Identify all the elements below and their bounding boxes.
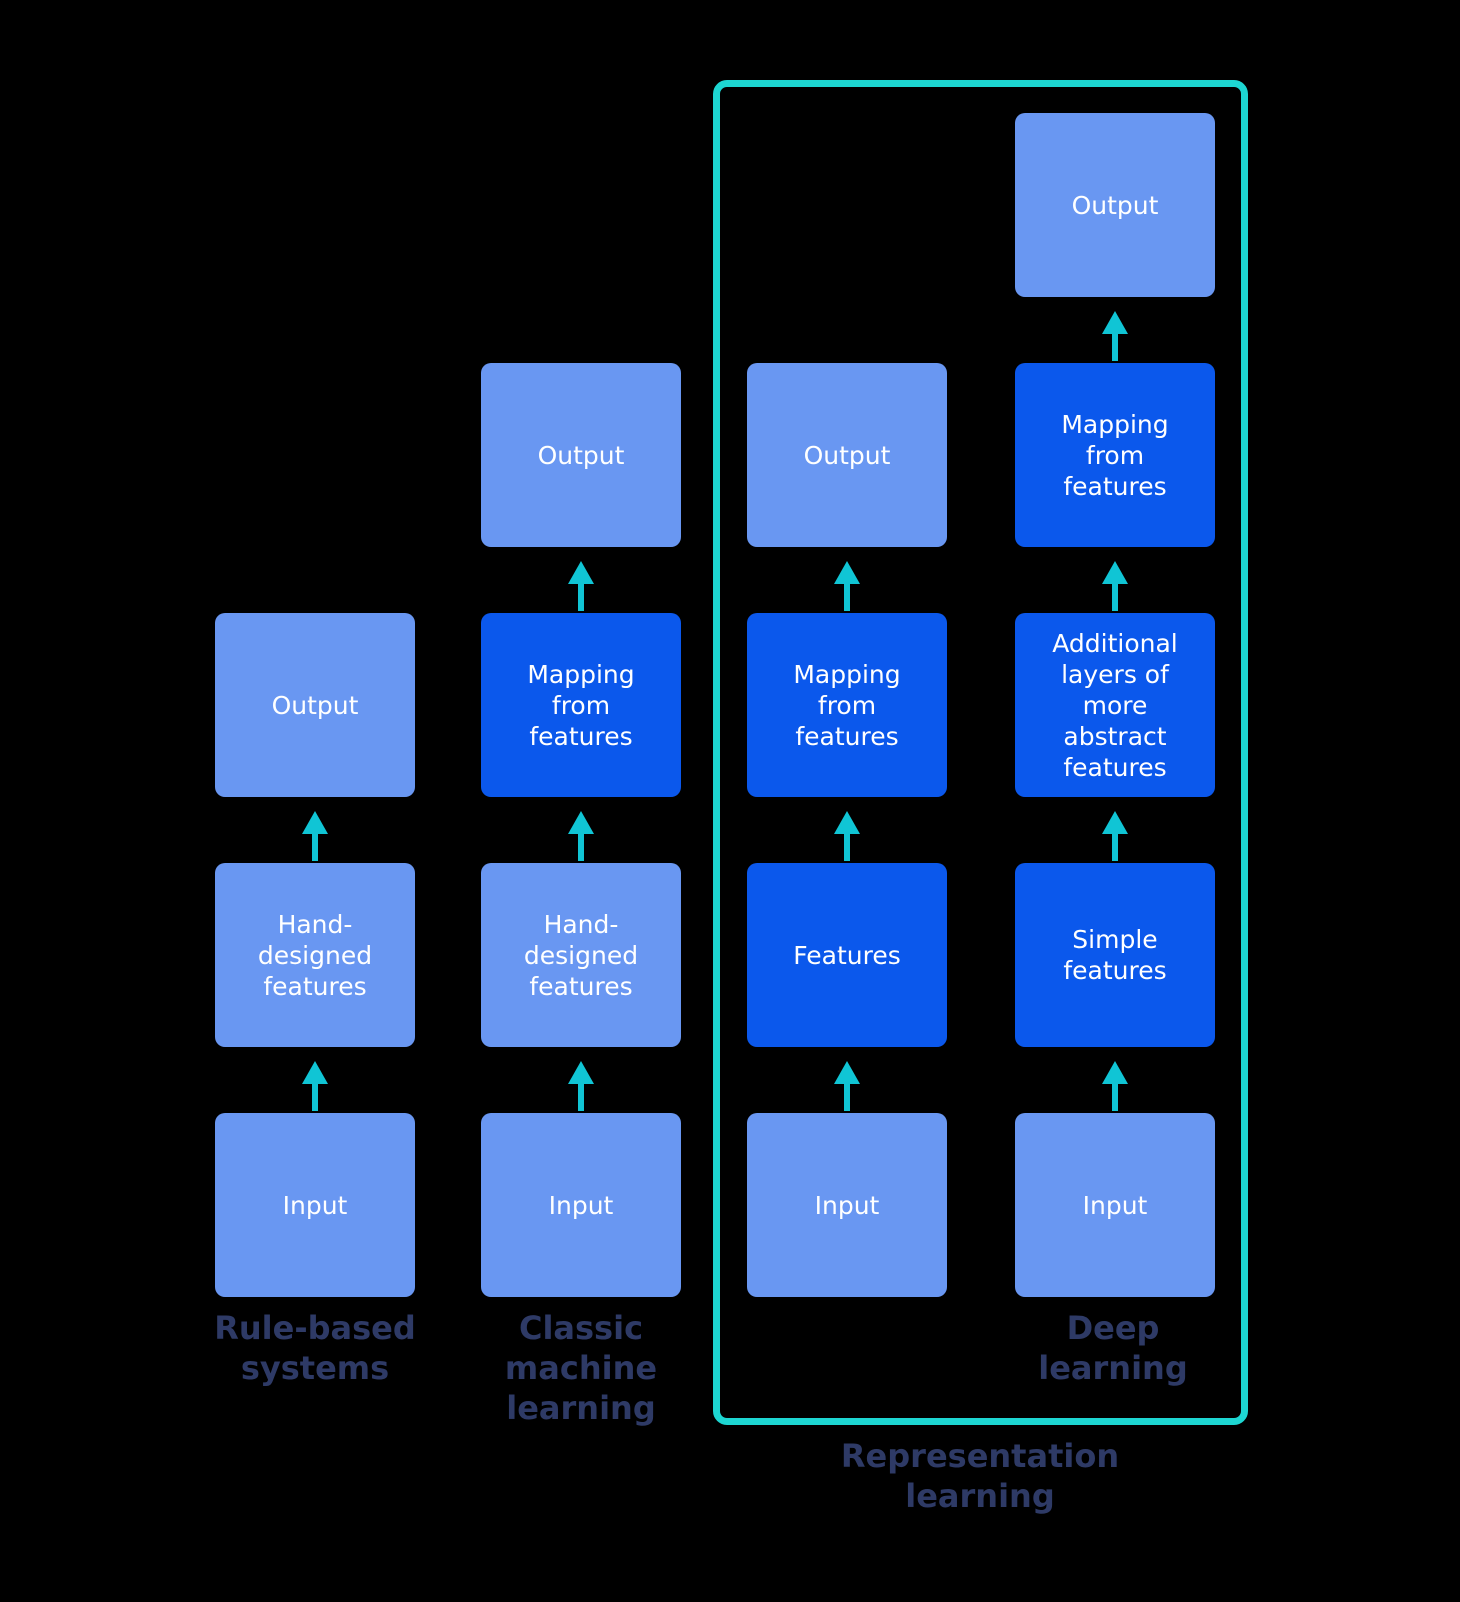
- up-arrow-icon: [568, 1061, 594, 1111]
- rule-based-output-box: Output: [215, 613, 415, 797]
- rule-based-input-box: Input: [215, 1113, 415, 1297]
- representation-features-box: Features: [747, 863, 947, 1047]
- classic-machine-learning-label: Classic machine learning: [504, 1309, 658, 1427]
- rule-based-systems-label: Rule-based systems: [214, 1309, 416, 1387]
- up-arrow-icon: [834, 811, 860, 861]
- up-arrow-icon: [834, 561, 860, 611]
- up-arrow-icon: [1102, 561, 1128, 611]
- up-arrow-icon: [568, 561, 594, 611]
- classic-ml-mapping-from-features-box: Mapping from features: [481, 613, 681, 797]
- up-arrow-icon: [1102, 811, 1128, 861]
- up-arrow-icon: [834, 1061, 860, 1111]
- deep-learning-label: Deep learning: [1038, 1309, 1188, 1387]
- representation-mapping-from-features-box: Mapping from features: [747, 613, 947, 797]
- representation-output-box: Output: [747, 363, 947, 547]
- up-arrow-icon: [568, 811, 594, 861]
- deep-learning-mapping-from-features-box: Mapping from features: [1015, 363, 1215, 547]
- up-arrow-icon: [1102, 1061, 1128, 1111]
- representation-learning-label: Representation learning: [840, 1437, 1120, 1515]
- up-arrow-icon: [302, 1061, 328, 1111]
- classic-ml-output-box: Output: [481, 363, 681, 547]
- classic-ml-hand-designed-features-box: Hand- designed features: [481, 863, 681, 1047]
- deep-learning-output-box: Output: [1015, 113, 1215, 297]
- up-arrow-icon: [1102, 311, 1128, 361]
- representation-input-box: Input: [747, 1113, 947, 1297]
- deep-learning-simple-features-box: Simple features: [1015, 863, 1215, 1047]
- up-arrow-icon: [302, 811, 328, 861]
- deep-learning-additional-layers-box: Additional layers of more abstract featu…: [1015, 613, 1215, 797]
- representation-learning-frame: [713, 80, 1248, 1425]
- deep-learning-input-box: Input: [1015, 1113, 1215, 1297]
- classic-ml-input-box: Input: [481, 1113, 681, 1297]
- rule-based-hand-designed-features-box: Hand- designed features: [215, 863, 415, 1047]
